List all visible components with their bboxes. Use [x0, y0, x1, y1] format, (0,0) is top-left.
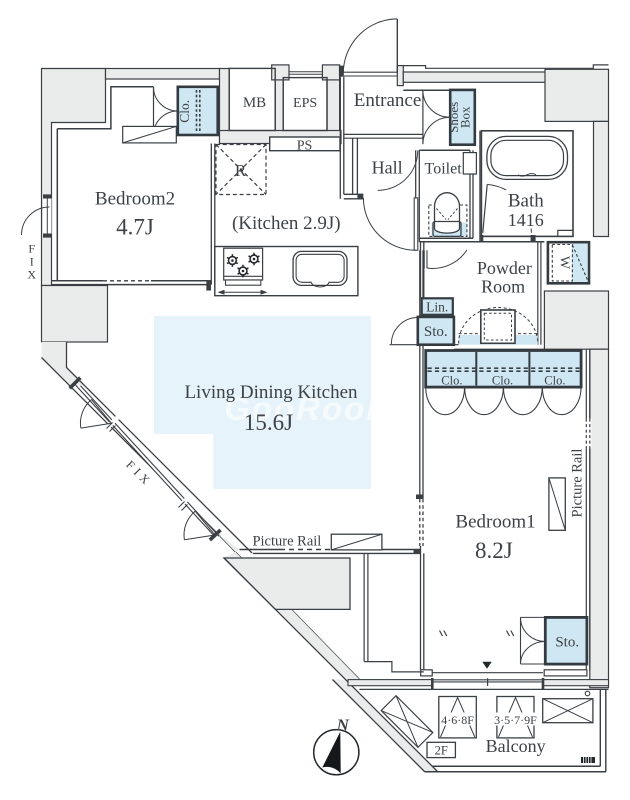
svg-text:4.7J: 4.7J [116, 215, 154, 240]
svg-text:Room: Room [481, 277, 525, 297]
svg-text:W: W [557, 256, 572, 270]
svg-text:Sto.: Sto. [424, 324, 448, 340]
svg-text:1416: 1416 [508, 210, 544, 230]
svg-text:Sto.: Sto. [555, 635, 579, 651]
svg-text:2F: 2F [435, 744, 448, 758]
svg-text:Shoes: Shoes [446, 102, 461, 133]
svg-text:8.2J: 8.2J [475, 538, 513, 563]
svg-text:Entrance: Entrance [354, 90, 422, 111]
svg-text:I: I [30, 255, 34, 269]
svg-text:Lin.: Lin. [426, 300, 448, 315]
svg-text:Toilet: Toilet [425, 161, 463, 178]
svg-text:Picture Rail: Picture Rail [252, 534, 321, 550]
svg-text:Picture Rail: Picture Rail [570, 449, 586, 518]
svg-text:MB: MB [243, 95, 266, 111]
svg-text:Clo.: Clo. [544, 374, 565, 388]
svg-text:EPS: EPS [293, 96, 317, 111]
svg-text:F: F [28, 242, 35, 256]
svg-text:Clo.: Clo. [441, 374, 462, 388]
svg-text:3·5·7·9F: 3·5·7·9F [494, 713, 537, 727]
svg-text:GooRooM: GooRooM [224, 390, 396, 427]
svg-text:R: R [235, 161, 247, 180]
svg-text:Balcony: Balcony [486, 736, 546, 756]
svg-text:Bedroom1: Bedroom1 [455, 512, 535, 533]
svg-text:15.6J: 15.6J [244, 410, 293, 435]
svg-text:Clo.: Clo. [177, 100, 192, 123]
svg-text:4·6·8F: 4·6·8F [441, 713, 474, 727]
svg-text:N: N [336, 716, 350, 735]
svg-text:Living Dining Kitchen: Living Dining Kitchen [184, 382, 358, 403]
svg-text:Hall: Hall [372, 158, 403, 178]
svg-text:Box: Box [458, 106, 473, 128]
svg-text:Powder: Powder [477, 258, 532, 278]
svg-text:PS: PS [297, 139, 313, 154]
svg-text:Bath: Bath [508, 191, 544, 212]
svg-text:Bedroom2: Bedroom2 [95, 189, 175, 210]
svg-text:X: X [27, 268, 36, 282]
svg-text:Clo.: Clo. [492, 374, 513, 388]
svg-text:(Kitchen 2.9J): (Kitchen 2.9J) [232, 213, 341, 234]
